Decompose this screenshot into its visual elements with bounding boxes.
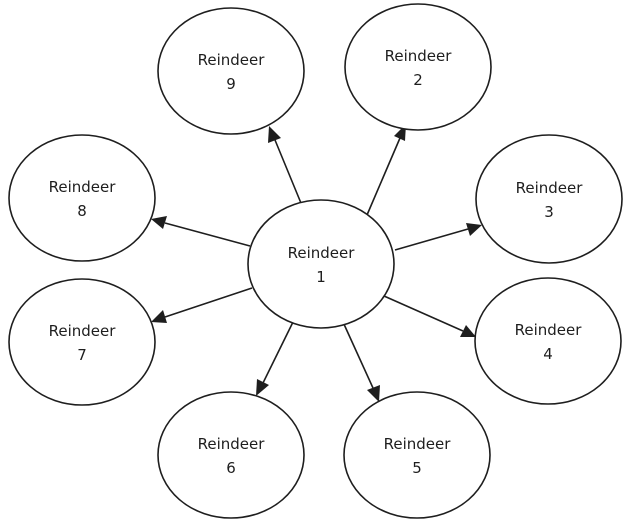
node-label-line2: 1 — [316, 268, 326, 286]
node-label-line1: Reindeer — [515, 321, 583, 339]
node-label-line1: Reindeer — [49, 178, 117, 196]
node-reindeer-2[interactable]: Reindeer 2 — [344, 3, 492, 131]
node-label-line2: 2 — [413, 71, 423, 89]
edge-1-to-6 — [256, 319, 295, 396]
node-reindeer-3[interactable]: Reindeer 3 — [475, 134, 623, 264]
edge-1-to-2 — [366, 124, 406, 216]
node-ellipse — [343, 391, 491, 519]
node-reindeer-5[interactable]: Reindeer 5 — [343, 391, 491, 519]
node-label-line2: 7 — [77, 346, 87, 364]
node-label-line2: 3 — [544, 203, 554, 221]
node-reindeer-4[interactable]: Reindeer 4 — [474, 277, 622, 405]
edge-1-to-3 — [394, 223, 482, 251]
node-ellipse — [344, 3, 492, 131]
edge-1-to-9 — [268, 126, 304, 209]
node-label-line2: 6 — [226, 459, 236, 477]
node-group: Reindeer 1 Reindeer 2 Reindeer 3 Reindee… — [8, 3, 623, 519]
node-label-line2: 8 — [77, 202, 87, 220]
edge-1-to-4 — [383, 295, 476, 337]
node-reindeer-8[interactable]: Reindeer 8 — [8, 134, 156, 262]
node-label-line2: 5 — [412, 459, 422, 477]
node-ellipse — [475, 134, 623, 264]
node-reindeer-1[interactable]: Reindeer 1 — [247, 199, 395, 329]
node-ellipse — [157, 391, 305, 519]
node-ellipse — [474, 277, 622, 405]
node-ellipse — [157, 7, 305, 135]
edge-1-to-8 — [151, 216, 251, 247]
node-label-line1: Reindeer — [516, 179, 584, 197]
node-label-line1: Reindeer — [385, 47, 453, 65]
node-label-line1: Reindeer — [384, 435, 452, 453]
node-ellipse — [8, 278, 156, 406]
node-reindeer-6[interactable]: Reindeer 6 — [157, 391, 305, 519]
node-reindeer-7[interactable]: Reindeer 7 — [8, 278, 156, 406]
node-ellipse — [8, 134, 156, 262]
node-label-line1: Reindeer — [288, 244, 356, 262]
node-label-line1: Reindeer — [49, 322, 117, 340]
node-reindeer-9[interactable]: Reindeer 9 — [157, 7, 305, 135]
node-label-line2: 9 — [226, 75, 236, 93]
edge-1-to-7 — [151, 287, 253, 323]
node-label-line2: 4 — [543, 345, 553, 363]
node-label-line1: Reindeer — [198, 435, 266, 453]
node-ellipse — [247, 199, 395, 329]
node-label-line1: Reindeer — [198, 51, 266, 69]
edge-1-to-5 — [342, 321, 380, 402]
edge-group — [151, 124, 482, 402]
